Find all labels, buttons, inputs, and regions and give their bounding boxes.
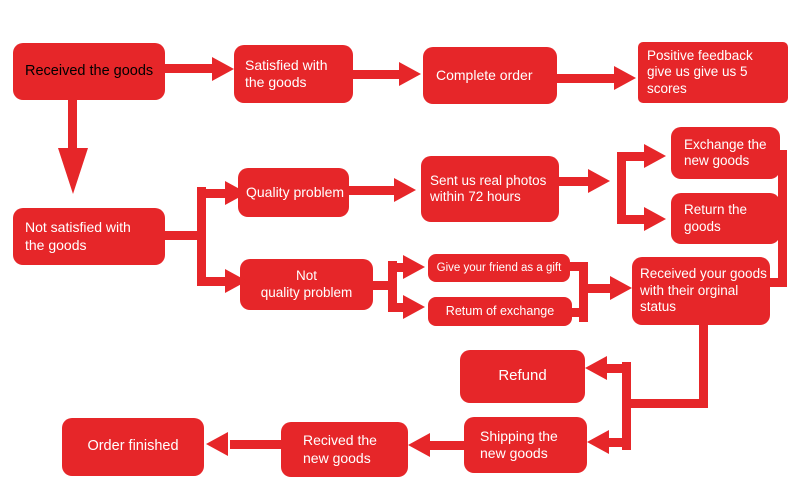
node-positive-feedback: Positive feedback give us give us 5 scor… [638, 42, 788, 103]
arrow-to-exchange-shaft [625, 152, 645, 161]
node-shipping-new-goods: Shipping the new goods [464, 417, 587, 473]
node-label: Retum of exchange [445, 303, 555, 318]
arrow-to-shipping-head-icon [587, 430, 609, 454]
node-label: Refund [498, 367, 547, 385]
arrow-to-refund-shaft [607, 364, 624, 373]
arrow-to-retum-head-icon [403, 295, 425, 319]
node-label: Quality problem [246, 183, 345, 200]
node-not-satisfied-with-goods: Not satisfied with the goods [13, 208, 165, 265]
node-return-the-goods: Return the goods [671, 193, 780, 244]
arrow-to-quality-shaft [205, 189, 227, 198]
node-label: Satisfied with the goods [245, 56, 328, 90]
arrow-shipping-to-recived-shaft [430, 441, 465, 450]
node-recived-new-goods: Recived the new goods [281, 422, 408, 477]
arrow-notquality-branch-stub [373, 281, 393, 290]
node-label: Recived the new goods [303, 432, 377, 466]
node-label: Not quality problem [260, 268, 353, 300]
arrow-to-gift-shaft [395, 263, 405, 272]
node-send-real-photos: Sent us real photos within 72 hours [421, 156, 559, 222]
node-label: Received your goods with their orginal s… [640, 266, 767, 315]
node-label: Give your friend as a gift [436, 261, 562, 274]
node-received-the-goods: Received the goods [13, 43, 165, 100]
node-label: Complete order [436, 66, 533, 83]
arrow-quality-to-photos-head-icon [394, 178, 416, 202]
node-order-finished: Order finished [62, 418, 204, 476]
arrow-recived-to-finished-head-icon [206, 432, 228, 456]
node-complete-order: Complete order [423, 47, 557, 104]
line-retum-stub [570, 308, 586, 317]
arrow-recived-to-finished-shaft [230, 440, 282, 449]
arrow-to-received-original-head-icon [610, 276, 632, 300]
arrow-notquality-branch-vertical [388, 261, 397, 312]
line-gift-stub [568, 262, 586, 271]
arrow-to-notquality-head-icon [225, 269, 247, 293]
arrow-photos-branch-head-icon [588, 169, 610, 193]
node-label: Return the goods [684, 202, 748, 234]
arrow-to-gift-head-icon [403, 255, 425, 279]
node-exchange-new-goods: Exchange the new goods [671, 127, 780, 179]
node-give-friend-gift: Give your friend as a gift [428, 254, 570, 282]
arrow-to-return-head-icon [644, 207, 666, 231]
line-refund-branch-horizontal [627, 399, 708, 408]
arrow-to-exchange-head-icon [644, 144, 666, 168]
arrow-notsatisfied-branch-stub [164, 231, 202, 240]
line-rightside-vertical [778, 150, 787, 287]
arrow-to-shipping-shaft [607, 438, 624, 447]
arrow-to-return-shaft [625, 215, 645, 224]
arrow-complete-to-feedback-shaft [556, 74, 616, 83]
arrow-received-to-satisfied-head-icon [212, 57, 234, 81]
node-quality-problem: Quality problem [238, 168, 349, 217]
arrow-satisfied-to-complete-head-icon [399, 62, 421, 86]
line-gift-retum-vertical [579, 262, 588, 322]
line-rightside-into-received-original [766, 278, 787, 287]
arrow-received-to-notsatisfied-head-icon [58, 148, 88, 194]
node-not-quality-problem: Not quality problem [240, 259, 373, 310]
arrow-notsatisfied-branch-vertical [197, 187, 206, 286]
node-label: Positive feedback give us give us 5 scor… [647, 47, 753, 96]
arrow-received-to-notsatisfied-shaft [68, 100, 77, 150]
node-label: Sent us real photos within 72 hours [430, 172, 547, 204]
arrow-quality-to-photos-shaft [348, 186, 396, 195]
arrow-to-received-original-shaft [586, 284, 612, 293]
arrow-photos-branch-vertical [617, 152, 626, 224]
node-label: Received the goods [25, 62, 154, 79]
arrow-to-notquality-shaft [205, 277, 227, 286]
node-retum-of-exchange: Retum of exchange [428, 297, 572, 326]
node-refund: Refund [460, 350, 585, 403]
arrow-satisfied-to-complete-shaft [351, 70, 399, 79]
node-label: Exchange the new goods [684, 136, 767, 168]
node-satisfied-with-goods: Satisfied with the goods [234, 45, 353, 103]
arrow-to-quality-head-icon [225, 181, 247, 205]
node-label: Order finished [87, 438, 179, 455]
arrow-received-to-satisfied-shaft [164, 64, 214, 73]
line-received-original-down [699, 325, 708, 408]
line-refund-branch-vertical [622, 362, 631, 450]
arrow-shipping-to-recived-head-icon [408, 433, 430, 457]
node-label: Not satisfied with the goods [25, 219, 131, 253]
arrow-to-refund-head-icon [585, 356, 607, 380]
arrow-to-retum-shaft [395, 303, 405, 312]
node-label: Shipping the new goods [480, 427, 558, 461]
arrow-photos-branch-shaft [558, 177, 590, 186]
arrow-complete-to-feedback-head-icon [614, 66, 636, 90]
node-received-goods-original-status: Received your goods with their orginal s… [632, 257, 770, 325]
